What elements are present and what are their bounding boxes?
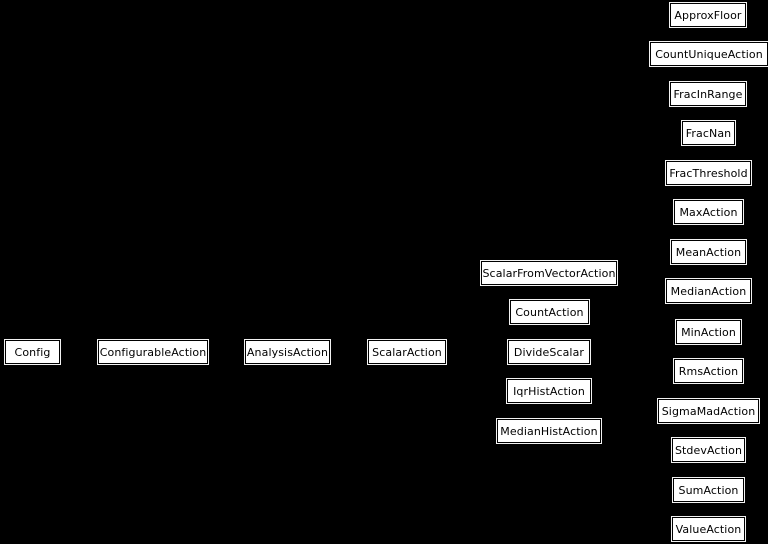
class-node-medianaction[interactable]: MedianAction — [666, 279, 751, 303]
class-node-label: MedianAction — [670, 284, 747, 298]
class-node-label: ValueAction — [675, 522, 742, 536]
class-node-iqrhistaction[interactable]: IqrHistAction — [507, 379, 591, 403]
class-node-maxaction[interactable]: MaxAction — [674, 200, 743, 224]
class-node-label: FracThreshold — [669, 166, 748, 180]
class-node-label: SigmaMadAction — [661, 404, 756, 418]
class-node-label: DivideScalar — [513, 345, 585, 359]
class-node-label: MinAction — [681, 325, 736, 339]
class-node-label: RmsAction — [678, 364, 739, 378]
class-node-countuniqueaction[interactable]: CountUniqueAction — [650, 42, 768, 66]
class-node-label: ScalarAction — [372, 345, 442, 359]
class-node-meanaction[interactable]: MeanAction — [671, 240, 746, 264]
class-node-rmsaction[interactable]: RmsAction — [674, 359, 743, 383]
class-node-valueaction[interactable]: ValueAction — [672, 517, 745, 541]
class-node-dividescalar[interactable]: DivideScalar — [508, 340, 590, 364]
class-node-fracinrange[interactable]: FracInRange — [670, 82, 746, 106]
class-node-analysisaction[interactable]: AnalysisAction — [245, 340, 330, 364]
class-node-label: ConfigurableAction — [99, 345, 207, 359]
class-node-label: CountUniqueAction — [655, 47, 763, 61]
class-node-fracnan[interactable]: FracNan — [682, 121, 735, 145]
class-node-sigmamadaction[interactable]: SigmaMadAction — [658, 399, 759, 423]
class-node-label: CountAction — [515, 305, 584, 319]
class-node-label: ScalarFromVectorAction — [482, 266, 616, 280]
class-node-scalarfromvectoraction[interactable]: ScalarFromVectorAction — [481, 261, 617, 285]
class-node-label: ApproxFloor — [674, 8, 742, 22]
class-node-approxfloor[interactable]: ApproxFloor — [670, 3, 746, 27]
class-node-label: SumAction — [678, 483, 739, 497]
class-node-fracthreshold[interactable]: FracThreshold — [666, 161, 751, 185]
class-node-label: IqrHistAction — [513, 384, 585, 398]
class-node-label: AnalysisAction — [246, 345, 329, 359]
class-node-sumaction[interactable]: SumAction — [673, 478, 744, 502]
class-node-label: MaxAction — [679, 205, 738, 219]
class-node-stdevaction[interactable]: StdevAction — [672, 438, 745, 462]
class-node-minaction[interactable]: MinAction — [676, 320, 741, 344]
class-node-label: StdevAction — [674, 443, 743, 457]
class-node-config[interactable]: Config — [5, 340, 60, 364]
class-node-configurableaction[interactable]: ConfigurableAction — [98, 340, 208, 364]
class-node-medianhistaction[interactable]: MedianHistAction — [497, 419, 601, 443]
class-node-label: FracNan — [685, 126, 732, 140]
class-node-label: MedianHistAction — [500, 424, 598, 438]
class-node-label: MeanAction — [675, 245, 742, 259]
class-node-label: FracInRange — [673, 87, 743, 101]
class-node-countaction[interactable]: CountAction — [510, 300, 589, 324]
class-node-label: Config — [14, 345, 51, 359]
class-node-scalaraction[interactable]: ScalarAction — [368, 340, 446, 364]
